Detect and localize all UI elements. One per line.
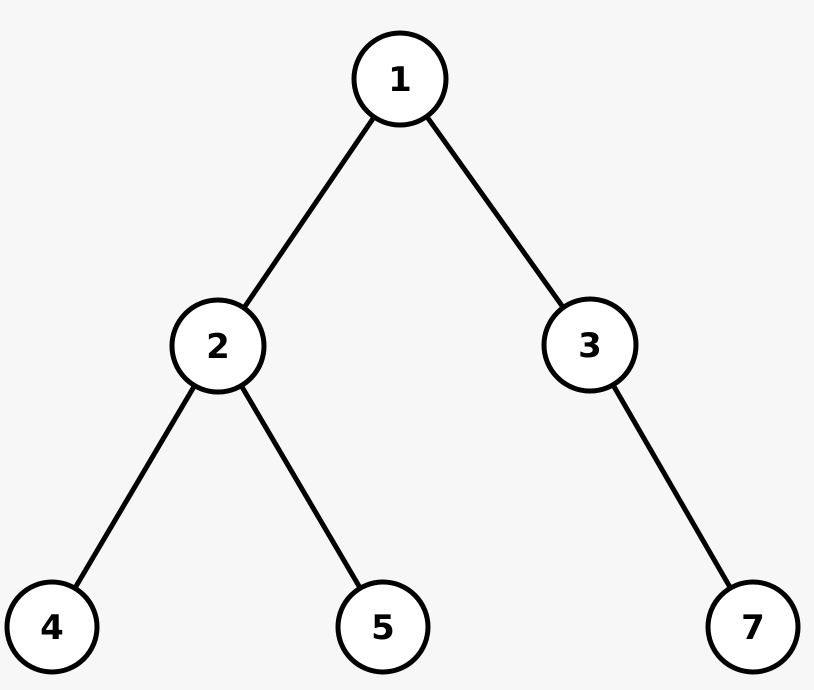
tree-edge-1-3 — [397, 76, 593, 348]
tree-node-circle-7[interactable] — [705, 579, 801, 675]
tree-node-5[interactable]: 5 — [335, 579, 431, 675]
tree-node-circle-3[interactable] — [541, 296, 639, 394]
tree-node-7[interactable]: 7 — [705, 579, 801, 675]
tree-node-4[interactable]: 4 — [4, 579, 100, 675]
tree-node-1[interactable]: 1 — [351, 30, 449, 128]
edge-layer — [49, 76, 756, 630]
tree-node-3[interactable]: 3 — [541, 296, 639, 394]
tree-edge-3-7 — [587, 342, 756, 630]
tree-node-circle-4[interactable] — [4, 579, 100, 675]
tree-node-circle-1[interactable] — [351, 30, 449, 128]
tree-node-circle-2[interactable] — [169, 297, 267, 395]
tree-edge-1-2 — [215, 76, 403, 349]
tree-edge-2-4 — [49, 343, 221, 630]
tree-edge-2-5 — [215, 343, 386, 630]
tree-node-2[interactable]: 2 — [169, 297, 267, 395]
tree-node-circle-5[interactable] — [335, 579, 431, 675]
